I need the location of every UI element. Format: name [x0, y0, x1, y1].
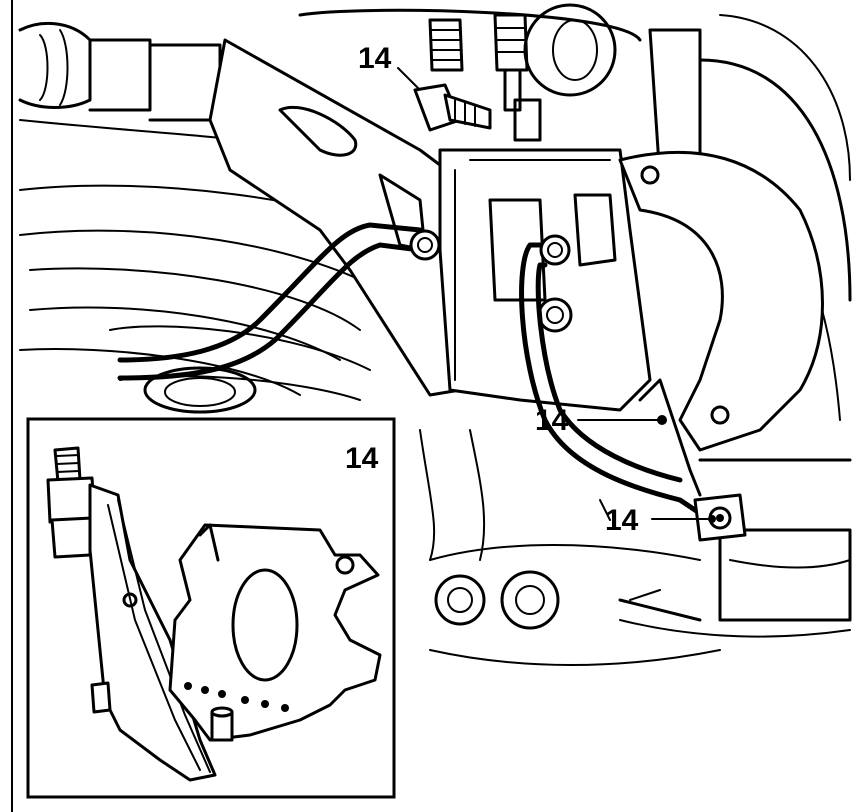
callout-label-lower: 14	[605, 504, 639, 537]
main-bracket	[208, 38, 652, 412]
inset-detail	[26, 417, 396, 799]
callout-label-middle: 14	[535, 404, 569, 437]
inset-label: 14	[345, 442, 379, 475]
heat-shield	[618, 150, 824, 452]
sensor-harness	[117, 83, 747, 601]
background-engine	[18, 3, 852, 666]
callout-leaders	[397, 67, 716, 523]
inset-bracket-plate	[168, 523, 382, 742]
callout-label-top: 14	[358, 42, 392, 75]
inset-sensor-plug	[53, 446, 82, 484]
